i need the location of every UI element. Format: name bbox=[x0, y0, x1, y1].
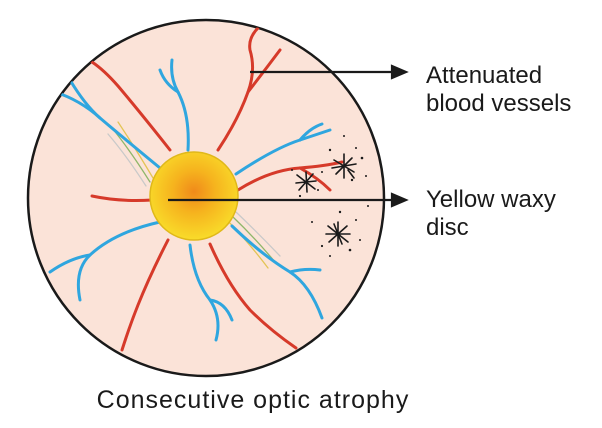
figure-caption-wrap: Consecutive optic atrophy bbox=[0, 386, 602, 415]
label-disc-line2: disc bbox=[426, 214, 469, 241]
label-disc-line1: Yellow waxy bbox=[426, 186, 556, 213]
artery-top-right bbox=[216, 26, 260, 152]
artery-upper-left bbox=[90, 60, 172, 152]
artery-top-right-branch bbox=[246, 48, 282, 94]
vein-lower-left-branch bbox=[48, 253, 92, 274]
artery-left bbox=[90, 194, 154, 202]
label-vessels-line2: blood vessels bbox=[426, 90, 572, 117]
artery-lower-right bbox=[208, 242, 298, 350]
pointer-arrowhead-vessels bbox=[390, 64, 409, 80]
pointer-arrowhead-disc bbox=[390, 192, 409, 208]
vein-upper-left-branch-3 bbox=[28, 90, 57, 102]
pigment-clumps bbox=[295, 153, 357, 247]
artery-right-branch bbox=[298, 166, 332, 192]
pigment-clump-1 bbox=[331, 153, 357, 179]
optic-disc bbox=[149, 151, 239, 241]
vein-right-lower-branch bbox=[288, 267, 322, 274]
label-yellow-waxy-disc: Yellow waxy disc bbox=[426, 186, 556, 242]
pigment-clump-2 bbox=[295, 171, 317, 193]
label-vessels-line1: Attenuated bbox=[426, 62, 543, 89]
vein-bottom-branch bbox=[208, 298, 234, 322]
vein-top-branch bbox=[158, 68, 180, 94]
pigment-dots bbox=[291, 135, 369, 257]
vein-upper-left-branch-2 bbox=[33, 72, 57, 94]
arteries bbox=[90, 26, 344, 352]
label-attenuated-blood-vessels: Attenuated blood vessels bbox=[426, 62, 571, 118]
pigment-clump-3 bbox=[325, 221, 351, 247]
pointers bbox=[168, 64, 409, 208]
artery-lower-left bbox=[120, 238, 170, 352]
figure-caption: Consecutive optic atrophy bbox=[96, 386, 410, 414]
vein-upper-left-branch-1 bbox=[68, 78, 102, 120]
vein-right-upper-branch bbox=[298, 122, 324, 142]
